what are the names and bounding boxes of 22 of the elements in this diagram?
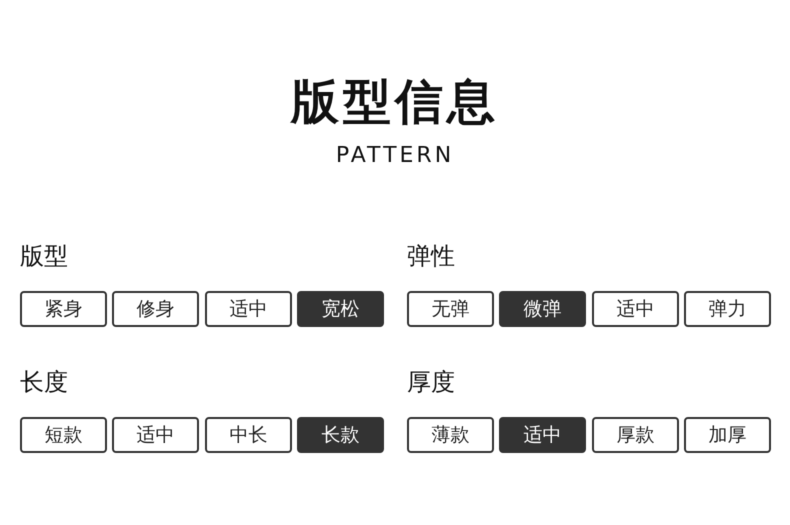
selected-option-tag: 适中 [499,417,586,453]
option-tag: 紧身 [20,291,107,327]
option-tag: 适中 [205,291,292,327]
section-heading: 长度 [20,367,68,398]
selected-option-tag: 长款 [297,417,384,453]
section-heading: 版型 [20,241,68,272]
option-tag: 薄款 [407,417,494,453]
option-tag: 适中 [592,291,679,327]
option-tag: 无弹 [407,291,494,327]
option-tag: 厚款 [592,417,679,453]
option-tag: 适中 [112,417,199,453]
section-heading: 弹性 [407,241,455,272]
selected-option-tag: 微弹 [499,291,586,327]
title: 版型信息 [289,73,500,132]
option-tag: 弹力 [684,291,771,327]
selected-option-tag: 宽松 [297,291,384,327]
option-tag: 加厚 [684,417,771,453]
subtitle: PATTERN [334,143,456,168]
option-tag: 修身 [112,291,199,327]
option-tag: 短款 [20,417,107,453]
section-heading: 厚度 [407,367,455,398]
option-tag: 中长 [205,417,292,453]
